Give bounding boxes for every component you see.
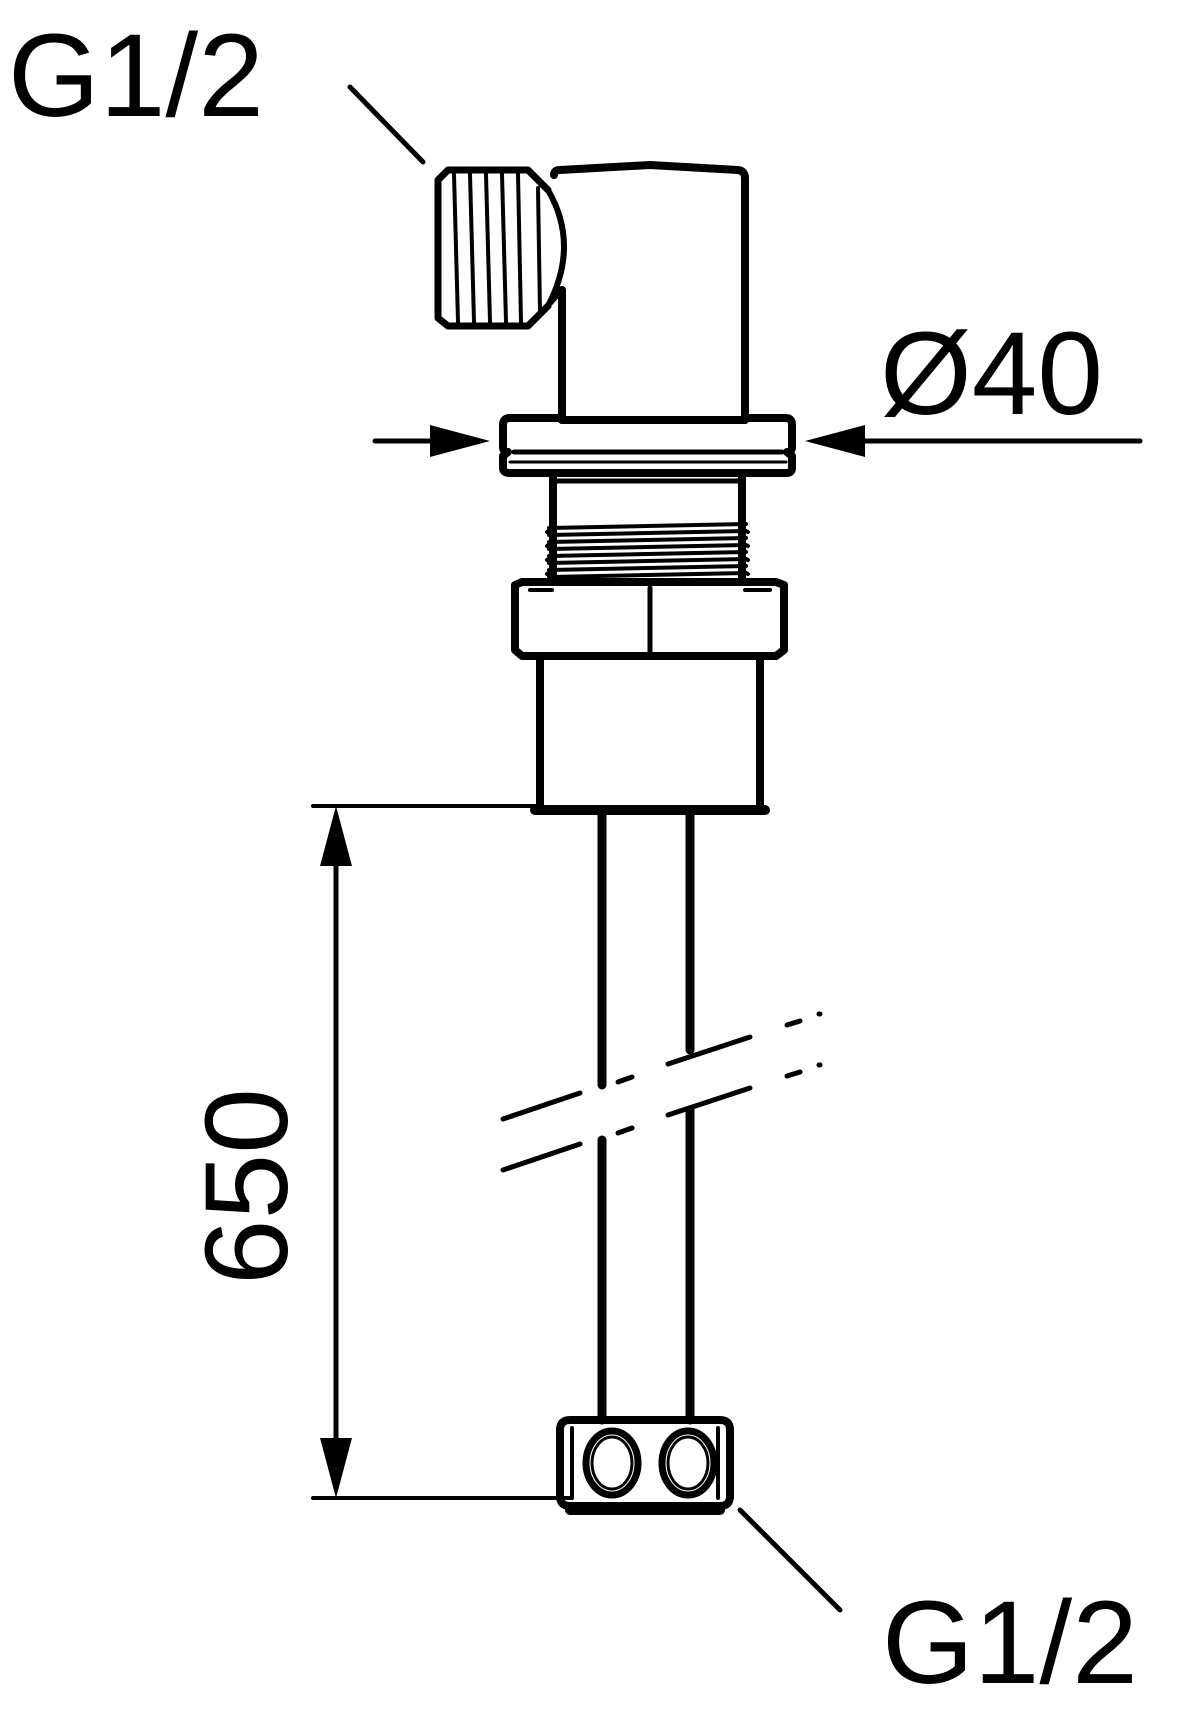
side-thread-connector bbox=[434, 166, 567, 330]
break-marks bbox=[500, 1011, 823, 1173]
top-thread-leader bbox=[347, 84, 426, 165]
top-thread-label: G1/2 bbox=[8, 10, 264, 142]
lower-body bbox=[530, 652, 770, 815]
length-dimension bbox=[311, 804, 572, 1500]
valve-body bbox=[545, 161, 749, 424]
diameter-label: Ø40 bbox=[880, 308, 1103, 440]
bottom-thread-label: G1/2 bbox=[882, 1577, 1138, 1709]
threaded-shank bbox=[545, 469, 750, 586]
flange bbox=[499, 414, 796, 477]
hose-pair bbox=[597, 805, 695, 1425]
lock-nut bbox=[511, 578, 788, 660]
bottom-thread-leader bbox=[737, 1507, 843, 1613]
diameter-dimension bbox=[372, 425, 1143, 457]
bottom-connector bbox=[556, 1416, 734, 1515]
length-label: 650 bbox=[181, 1088, 313, 1285]
